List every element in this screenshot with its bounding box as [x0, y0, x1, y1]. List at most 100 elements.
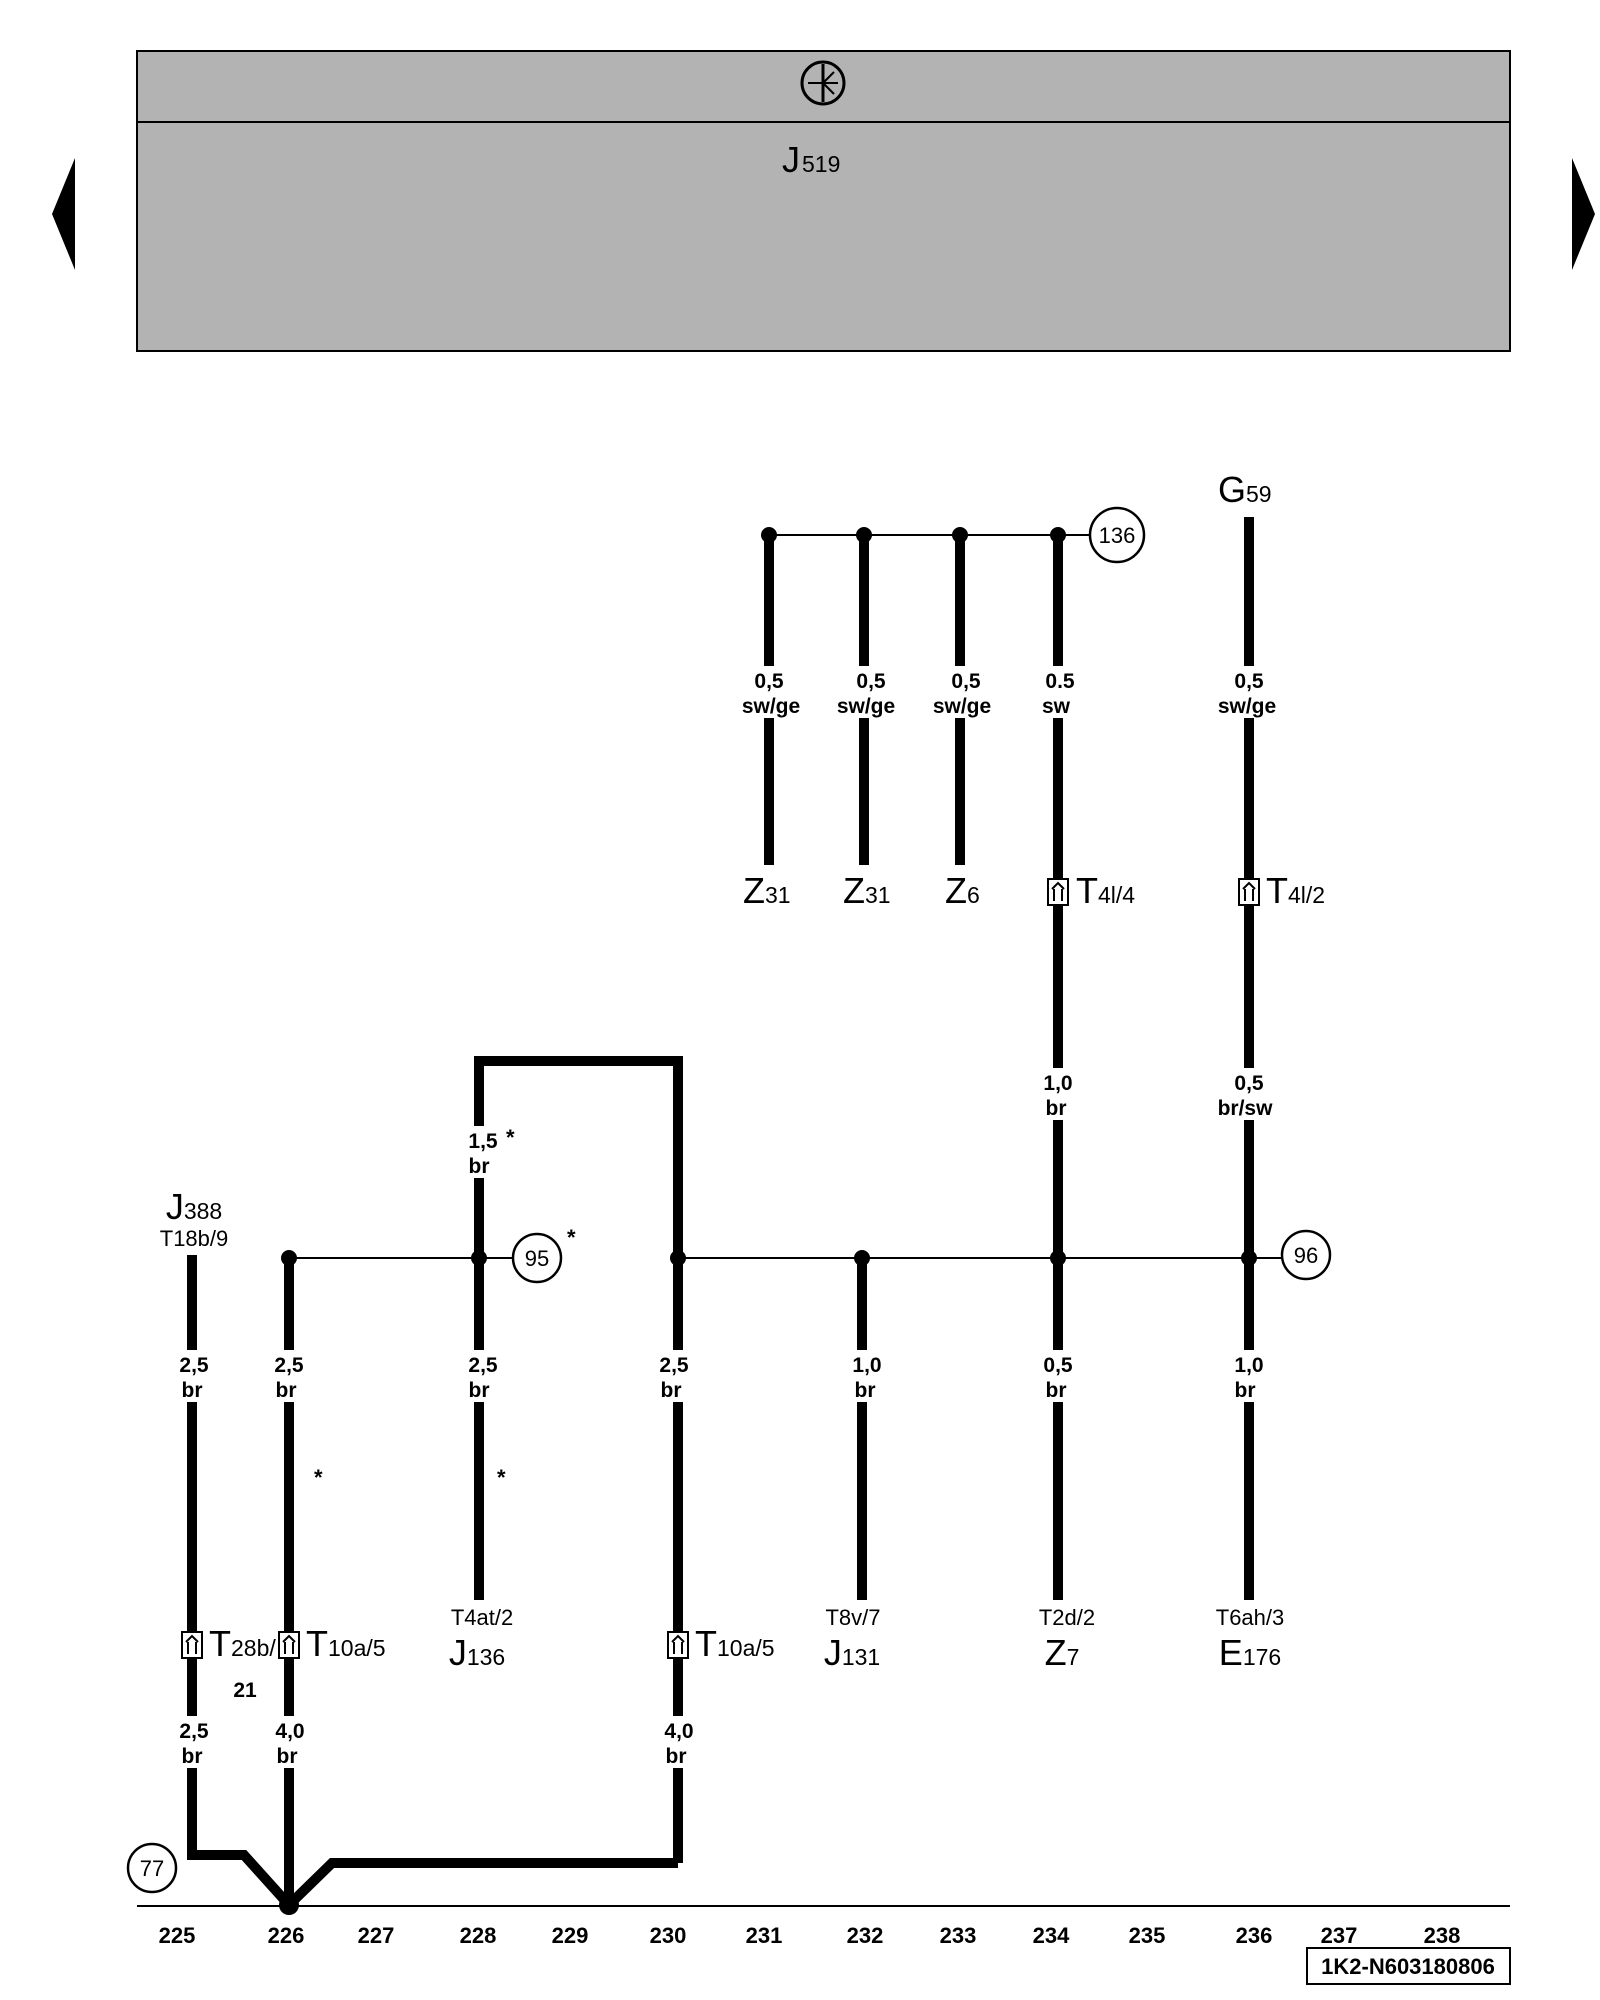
axis-label: 232: [847, 1923, 884, 1948]
top-components: Z31 Z31 Z6 G59: [743, 469, 1272, 911]
axis-label: 231: [746, 1923, 783, 1948]
wire-size-label: 2,5: [179, 1720, 209, 1743]
wire-color-label: br: [276, 1379, 297, 1402]
wire-size-label: 0,5: [856, 670, 886, 693]
wire-size-label: 2,5: [274, 1354, 304, 1377]
wire-size-label: 0.5: [1045, 670, 1075, 693]
asterisk-note: *: [567, 1225, 576, 1250]
wire-color-label: br: [666, 1745, 687, 1768]
axis-labels: 225 226 227 228 229 230 231 232 233 234 …: [159, 1923, 1461, 1948]
wire-color-label: br: [277, 1745, 298, 1768]
connector-t4l4-icon: [1047, 878, 1069, 906]
footer-code-box: 1K2-N603180806: [1306, 1947, 1511, 1985]
asterisk-note: *: [497, 1465, 506, 1490]
component-z31-right: Z31: [843, 870, 891, 911]
pin-label-j131: T8v/7: [825, 1605, 880, 1630]
wire-size-label: 1,0: [852, 1354, 881, 1377]
wire-size-label: 1,5: [468, 1130, 498, 1153]
connector-t4l2-icon: [1238, 878, 1260, 906]
wire-loop-230: [474, 1056, 683, 1863]
wire-size-label: 0,5: [1043, 1354, 1073, 1377]
asterisk-note: *: [506, 1125, 515, 1150]
axis-label: 229: [552, 1923, 589, 1948]
wire-size-label: 0,5: [1234, 1072, 1264, 1095]
prev-page-arrow[interactable]: [52, 158, 75, 270]
connector-t4l4-label: T4l/4: [1076, 870, 1135, 911]
ref-95-label: 95: [525, 1246, 549, 1271]
next-page-arrow[interactable]: [1572, 158, 1595, 270]
bottom-components: J388 T18b/9 T4at/2 J136 T8v/7 J131 T2d/2…: [160, 1186, 1285, 1673]
ref-77[interactable]: 77: [126, 1842, 178, 1894]
axis-label: 237: [1321, 1923, 1358, 1948]
connectors: T4l/4 T4l/2 T28b/ 21 T10a/5 T10a/5: [181, 870, 1325, 1702]
axis-label: 225: [159, 1923, 196, 1948]
axis-label: 228: [460, 1923, 497, 1948]
axis-label: 226: [268, 1923, 305, 1948]
component-g59: G59: [1218, 469, 1272, 510]
wire-size-label: 2,5: [468, 1354, 498, 1377]
footer-code: 1K2-N603180806: [1321, 1954, 1495, 1979]
wire-size-label: 0,5: [754, 670, 784, 693]
component-z7: Z7: [1045, 1632, 1080, 1673]
wire-size-label: 4,0: [275, 1720, 304, 1743]
axis-label: 234: [1033, 1923, 1070, 1948]
axis-label: 236: [1236, 1923, 1273, 1948]
wire-color-label: br: [182, 1745, 203, 1768]
connector-t4l2-label: T4l/2: [1266, 870, 1325, 911]
ground-terminal-icon: [800, 60, 846, 106]
wire-size-label: 0,5: [1234, 670, 1264, 693]
wire-size-label: 0,5: [951, 670, 981, 693]
header-component-label: J519: [782, 139, 840, 180]
asterisk-notes: * * * *: [314, 1125, 576, 1490]
ref-136[interactable]: 136: [1088, 506, 1146, 564]
component-j131: J131: [824, 1632, 880, 1673]
axis-label: 230: [650, 1923, 687, 1948]
wire-color-label: sw/ge: [933, 695, 991, 718]
component-z6: Z6: [945, 870, 980, 911]
wire-size-label: 2,5: [179, 1354, 209, 1377]
wire-color-label: br: [1235, 1379, 1256, 1402]
wire-color-label: br: [1046, 1379, 1067, 1402]
wire-size-label: 4,0: [664, 1720, 693, 1743]
pin-label-z7: T2d/2: [1039, 1605, 1095, 1630]
ref-96[interactable]: 96: [1280, 1229, 1332, 1281]
ref-95[interactable]: 95: [511, 1232, 563, 1284]
pin-label-e176: T6ah/3: [1216, 1605, 1285, 1630]
connector-t10a5-right-icon: [667, 1631, 689, 1659]
wire-color-label: br: [661, 1379, 682, 1402]
axis-label: 227: [358, 1923, 395, 1948]
wire-color-label: br: [469, 1379, 490, 1402]
ref-96-label: 96: [1294, 1243, 1318, 1268]
component-e176: E176: [1219, 1632, 1281, 1673]
connector-t10a5-left-label: T10a/5: [306, 1623, 386, 1664]
connector-t10a5-left-icon: [278, 1631, 300, 1659]
connector-t10a5-right-label: T10a/5: [695, 1623, 775, 1664]
wire-color-label: br: [182, 1379, 203, 1402]
axis-label: 235: [1129, 1923, 1166, 1948]
pin-label-j136: T4at/2: [451, 1605, 513, 1630]
ref-136-label: 136: [1099, 523, 1136, 548]
header-panel: J519: [136, 50, 1511, 352]
ref-77-label: 77: [140, 1856, 164, 1881]
wire-color-label: sw/ge: [742, 695, 800, 718]
axis-label: 238: [1424, 1923, 1461, 1948]
wire-color-label: br: [855, 1379, 876, 1402]
wires: [187, 517, 1254, 1909]
wire-color-label: br/sw: [1218, 1097, 1274, 1120]
wire-color-label: sw: [1042, 695, 1071, 718]
connector-t28b-icon: [181, 1631, 203, 1659]
component-j388: J388: [166, 1186, 222, 1227]
axis-label: 233: [940, 1923, 977, 1948]
connector-t28b-label: T28b/: [209, 1623, 276, 1664]
junction-dots: [279, 527, 1257, 1915]
wire-color-label: sw/ge: [837, 695, 895, 718]
wire-ground-77: [285, 1858, 678, 1909]
wire-color-label: br: [1046, 1097, 1067, 1120]
wire-size-label: 1,0: [1234, 1354, 1263, 1377]
asterisk-note: *: [314, 1465, 323, 1490]
component-j136: J136: [449, 1632, 505, 1673]
wire-size-label: 1,0: [1043, 1072, 1072, 1095]
connector-t28b-pin: 21: [233, 1679, 257, 1702]
pin-label-j388: T18b/9: [160, 1226, 229, 1251]
